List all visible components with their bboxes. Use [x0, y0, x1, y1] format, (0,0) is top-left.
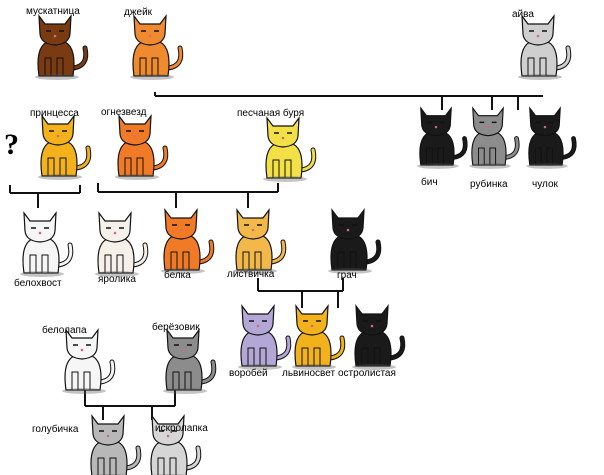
name-listvichka: листвичка: [227, 269, 275, 280]
name-dzheyk: джейк: [124, 7, 153, 18]
name-printsessa: принцесса: [30, 108, 79, 119]
name-vorobey: воробей: [229, 368, 268, 379]
cat-figure-printsessa: [38, 114, 92, 180]
cat-figure-dzheyk: [130, 14, 184, 80]
cat-figure-listvichka: [233, 208, 287, 274]
cat-figure-bich: [417, 106, 468, 169]
name-golubichka: голубичка: [32, 424, 79, 435]
name-iskrolapka: искролапка: [155, 423, 208, 434]
cat-figure-belka: [161, 208, 215, 274]
cat-figure-ostrolistaya: [352, 304, 406, 370]
name-ognezvezd: огнезвезд: [101, 107, 147, 118]
name-ayva: айва: [512, 9, 534, 20]
name-grach: грач: [337, 270, 357, 281]
cat-figure-yarolika: [95, 211, 149, 277]
cat-figure-grach: [328, 208, 382, 274]
unknown-parent-mark: ?: [4, 128, 19, 161]
name-peschanaya-burya: песчаная буря: [237, 108, 305, 119]
name-belokhvost: белохвост: [14, 278, 62, 289]
cat-figure-peschanaya-burya: [263, 116, 317, 182]
name-ostrolistaya: остролистая: [338, 368, 396, 379]
name-yarolika: яролика: [98, 274, 136, 285]
cat-figure-belolapa: [62, 328, 116, 394]
name-belolapa: белолапа: [42, 325, 87, 336]
name-belka: белка: [164, 270, 191, 281]
cat-figure-belokhvost: [20, 211, 74, 277]
cat-figure-ognezvezd: [115, 114, 169, 180]
cat-figure-rubinka: [469, 106, 520, 169]
cat-figure-beryozovik: [163, 328, 217, 394]
cat-figure-iskrolapka: [150, 414, 202, 475]
cat-figure-chulok: [526, 106, 577, 169]
cat-figure-vorobey: [238, 304, 292, 370]
cat-figure-ayva: [518, 14, 572, 80]
name-rubinka: рубинка: [470, 179, 508, 190]
name-muskatnitsa: мускатница: [26, 6, 80, 17]
cat-figure-golubichka: [90, 414, 142, 475]
name-bich: бич: [421, 177, 438, 188]
cat-figure-muskatnitsa: [35, 14, 89, 80]
name-beryozovik: берёзовик: [152, 322, 200, 333]
name-lvinosvet: львиносвет: [282, 368, 336, 379]
name-chulok: чулок: [532, 179, 558, 190]
cat-figure-lvinosvet: [292, 304, 346, 370]
